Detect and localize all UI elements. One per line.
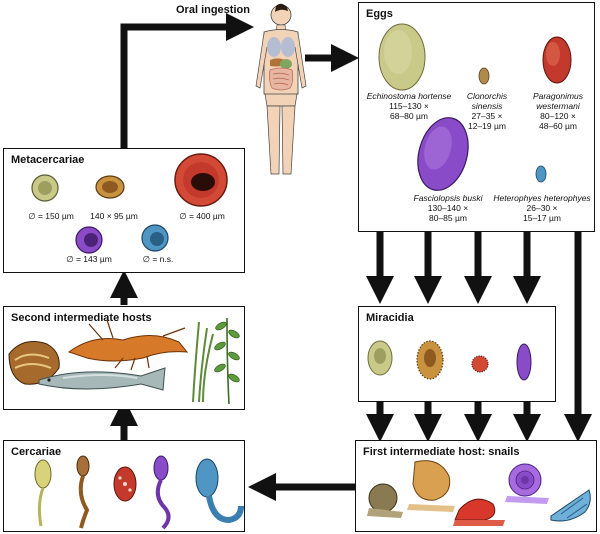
snails-title: First intermediate host: snails bbox=[363, 446, 520, 458]
crayfish bbox=[67, 335, 189, 362]
snail-5 bbox=[550, 489, 591, 522]
metacercaria-size-5: ∅ = n.s. bbox=[142, 254, 174, 264]
metacercariae-illustrations bbox=[31, 153, 228, 254]
cercaria-2 bbox=[76, 455, 90, 529]
metacercaria-size-4: ∅ = 143 µm bbox=[66, 254, 112, 264]
snail-2 bbox=[407, 460, 455, 512]
eggs-title: Eggs bbox=[366, 8, 393, 20]
cercariae-title: Cercariae bbox=[11, 446, 62, 458]
cercaria-1 bbox=[34, 459, 52, 527]
second-hosts-illustrations bbox=[8, 317, 240, 405]
cercaria-3 bbox=[113, 466, 137, 502]
cercariae-illustrations bbox=[34, 455, 244, 530]
metacercaria-size-1: ∅ = 150 µm bbox=[28, 211, 74, 221]
miracidia-title: Miracidia bbox=[366, 312, 414, 324]
metacercaria-size-3: ∅ = 400 µm bbox=[179, 211, 225, 221]
miracidia-illustrations bbox=[367, 340, 532, 381]
miracidium-4 bbox=[516, 343, 532, 381]
miracidium-3 bbox=[471, 355, 489, 373]
egg-clonorchis bbox=[478, 67, 490, 85]
metacercariae-title: Metacercariae bbox=[11, 154, 85, 166]
snail-1 bbox=[367, 483, 403, 518]
oral-ingestion-label: Oral ingestion bbox=[176, 4, 250, 16]
snail-3 bbox=[453, 498, 505, 526]
clam bbox=[8, 341, 60, 385]
arrow-to-ingestion bbox=[120, 13, 254, 148]
second-hosts-title: Second intermediate hosts bbox=[11, 312, 152, 324]
water-plant-1 bbox=[192, 321, 214, 403]
human-figure bbox=[255, 3, 307, 175]
eggs-illustrations bbox=[378, 23, 572, 191]
cercaria-5 bbox=[195, 458, 244, 524]
metacercaria-size-2: 140 × 95 µm bbox=[90, 211, 138, 221]
fish bbox=[38, 367, 166, 391]
snail-4 bbox=[505, 463, 549, 504]
water-plant-2 bbox=[226, 317, 230, 405]
cercaria-4 bbox=[153, 455, 171, 530]
snails-illustrations bbox=[367, 460, 591, 526]
egg-heterophyes bbox=[535, 165, 547, 183]
